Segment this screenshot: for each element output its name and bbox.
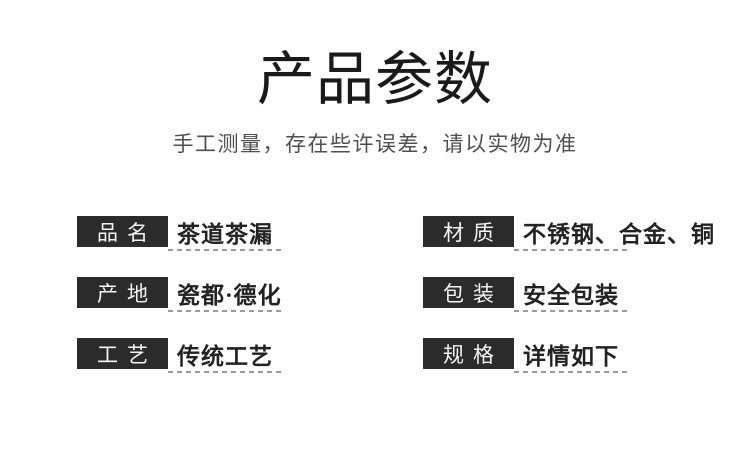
param-label-box: 工艺 <box>77 338 168 369</box>
param-label: 产地 <box>97 281 157 306</box>
param-label: 包装 <box>443 281 503 306</box>
dashed-underline <box>514 371 627 373</box>
param-value: 不锈钢、合金、铜 <box>523 221 715 247</box>
param-label: 材质 <box>443 220 503 245</box>
dashed-underline <box>514 310 627 312</box>
param-row-material: 材质 不锈钢、合金、铜 <box>423 216 723 251</box>
param-row-name: 品名 茶道茶漏 <box>77 216 377 251</box>
param-value: 安全包装 <box>523 282 619 308</box>
param-value: 传统工艺 <box>177 343 273 369</box>
param-value: 茶道茶漏 <box>177 221 273 247</box>
param-label-box: 产地 <box>77 277 168 308</box>
param-row-craft: 工艺 传统工艺 <box>77 338 377 373</box>
param-label-box: 品名 <box>77 216 168 247</box>
page-title: 产品参数 <box>256 47 493 112</box>
dashed-underline <box>168 249 281 251</box>
param-value: 详情如下 <box>523 343 619 369</box>
dashed-underline <box>168 371 281 373</box>
param-row-origin: 产地 瓷都·德化 <box>77 277 377 312</box>
param-label: 工艺 <box>97 342 157 367</box>
param-value: 瓷都·德化 <box>177 282 282 308</box>
param-row-spec: 规格 详情如下 <box>423 338 723 373</box>
dashed-underline <box>168 310 281 312</box>
param-label: 品名 <box>97 220 157 245</box>
param-label-box: 包装 <box>423 277 514 308</box>
param-row-packaging: 包装 安全包装 <box>423 277 723 312</box>
param-label-box: 规格 <box>423 338 514 369</box>
param-label: 规格 <box>443 342 503 367</box>
dashed-underline <box>514 249 627 251</box>
page-subtitle: 手工测量，存在些许误差，请以实物为准 <box>172 132 578 156</box>
param-label-box: 材质 <box>423 216 514 247</box>
